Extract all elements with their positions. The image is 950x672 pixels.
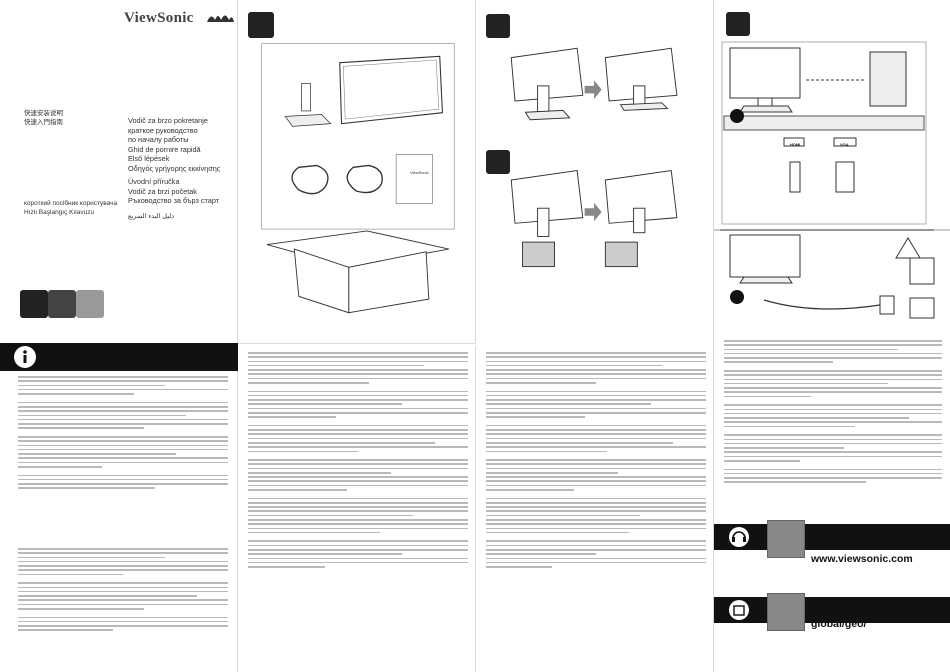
info-band [0,343,238,371]
cloud-icon [48,290,76,318]
tool-free-icon [486,150,510,174]
text-band [238,343,476,346]
body-text [18,376,228,492]
title-line: Első lépések [128,154,170,163]
global-url-line: www.viewsonic.com/ [811,606,916,618]
global-url[interactable]: www.viewsonic.com/ global/geo/ [811,606,916,630]
body-text [486,352,706,570]
title-line: Vodič za brzi početak [128,186,197,196]
info-icon [14,346,36,368]
global-url-line: global/geo/ [811,618,867,630]
box-icon [248,12,274,38]
title-group-mid: Vodič za brzo pokretanje краткое руковод… [128,116,220,206]
stand-assembly-illustration [510,47,678,268]
body-text [248,352,468,570]
birds-logo-icon [207,15,234,22]
stand-assembly-panel [476,0,714,672]
title-group-low: короткий посібник користувача Hızlı Başl… [24,200,117,217]
title-line: Ръководство за бърз старт [128,196,220,205]
support-band [714,524,950,550]
headset-support-icon [729,527,749,547]
title-line: Οδηγός γρήγορης εκκίνησης [128,163,221,173]
global-band [714,597,950,623]
body-text [18,548,228,634]
brand-logo: ViewSonic [124,10,194,26]
title-group-left: 快速安装说明 快速入門指南 [24,110,63,127]
hdmi-port-label: HDMI [790,142,801,147]
globe-box-icon [729,600,749,620]
screwdriver-icon [486,14,510,38]
qr-code-icon [76,290,104,318]
title-arabic: دليل البدء السريع [128,213,175,220]
title-line: по началу работы [128,135,189,144]
book-icon [20,290,48,318]
power-plug-icon [726,12,750,36]
title-line: 快速安装说明 [24,110,63,117]
step-badge [730,290,744,304]
connection-panel: HDMI VGA www.viewsonic.com www.viewsonic… [714,0,950,672]
title-line: Hızlı Başlangıç Kılavuzu [24,208,95,216]
title-line: Vodič za brzo pokretanje [128,116,208,125]
title-line: Úvodní příručka [128,177,180,186]
qr-code-icon [767,520,805,558]
title-line: краткое руководство [128,125,198,135]
box-contents-panel: ViewSonic [238,0,476,672]
product-label: ViewSonic [410,170,429,175]
qr-code-icon [767,593,805,631]
support-url[interactable]: www.viewsonic.com [811,553,913,565]
cover-panel: ViewSonic 快速安装说明 快速入門指南 Vodič za brzo po… [0,0,238,672]
title-line: Ghid de pornire rapidă [128,144,201,154]
title-line: 快速入門指南 [24,118,63,126]
connection-illustration [714,41,950,319]
step-badge [730,109,744,123]
title-line: короткий посібник користувача [24,200,118,207]
body-text [724,340,942,486]
box-contents-illustration [261,43,455,314]
vga-port-label: VGA [840,142,849,147]
